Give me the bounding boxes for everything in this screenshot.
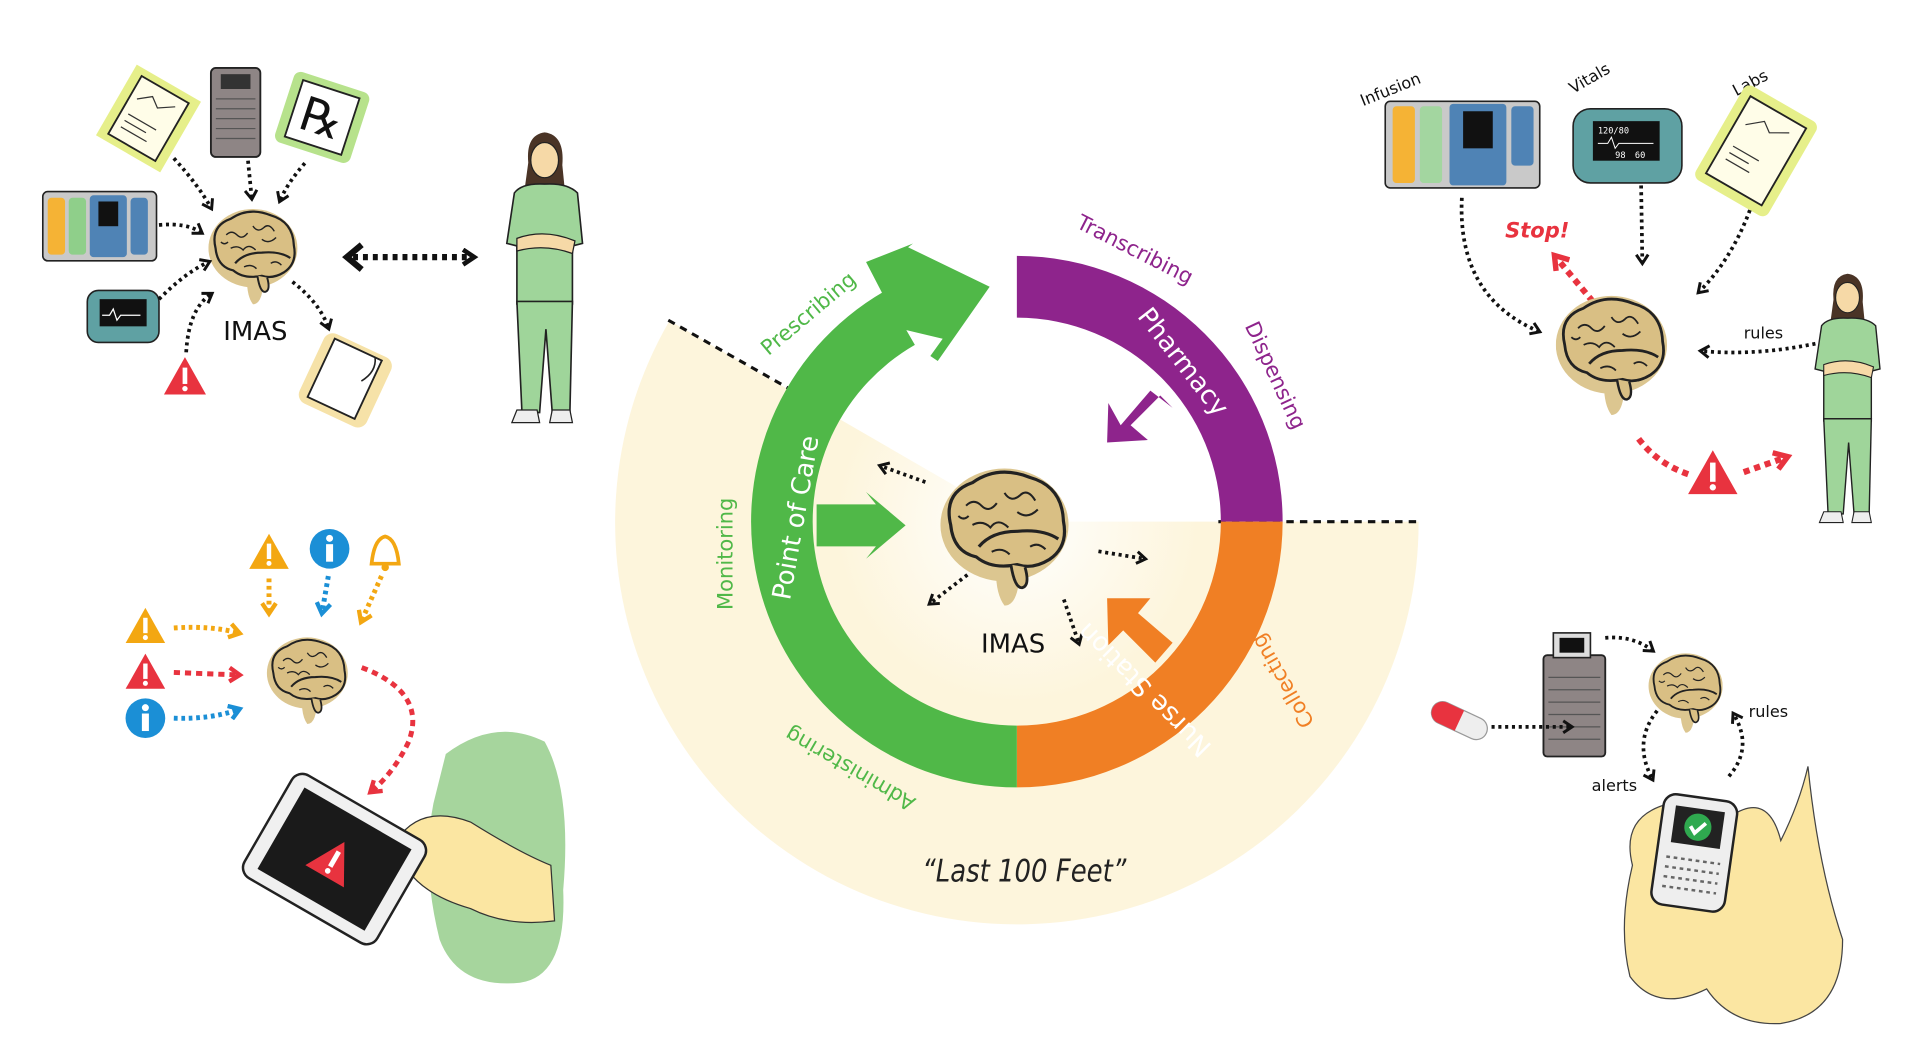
vitals-hr: 98 (1615, 151, 1625, 161)
arrow-rx-to-brain (276, 161, 307, 205)
center-imas-label: IMAS (981, 630, 1045, 660)
arrow-printer-to-brain (243, 160, 259, 202)
arrow-infusion-to-brain (1459, 197, 1543, 336)
hand-icon (395, 815, 556, 924)
pharmacy-arrow (1107, 390, 1173, 443)
arrow-stop (1556, 257, 1596, 304)
brain-icon (266, 636, 349, 726)
arrow-monitor-to-brain (157, 258, 213, 301)
arrow-brain-to-tablet (360, 665, 416, 792)
step-monitoring: Monitoring (713, 498, 738, 610)
vitals-bp: 120/80 (1598, 127, 1629, 137)
segment-point-of-care (751, 243, 1017, 788)
arrow-warning-red (173, 672, 238, 674)
infusion-pump-icon (1384, 100, 1541, 189)
infusion-pump-icon (41, 190, 158, 262)
point-of-care-arrow (816, 491, 906, 559)
bidirectional-arrow-left-head (342, 242, 364, 272)
clipboard-icon (95, 64, 201, 173)
arrow-clipboard-to-brain (172, 156, 214, 212)
brain-output-arrow-2 (927, 573, 969, 606)
info-icon-top (309, 528, 350, 569)
check-icon (1684, 813, 1712, 841)
panel-top-left: ℞ IMAS (41, 64, 584, 428)
tablet-icon (241, 772, 428, 946)
vitals-spo2: 60 (1635, 151, 1645, 161)
last-100-feet-label: “Last 100 Feet” (922, 853, 1127, 889)
prescription-icon: ℞ (275, 71, 370, 163)
arrow-info (173, 710, 238, 721)
document-icon (298, 333, 392, 428)
rules-label: rules (1749, 702, 1788, 721)
nurse-station-arrow (1107, 598, 1173, 663)
panel-bottom-right: rules alerts (1430, 632, 1844, 1025)
rules-label: rules (1744, 324, 1783, 343)
arrow-warning-yellow (173, 627, 238, 633)
brain-output-arrow-3 (1062, 598, 1084, 647)
arrow-device-to-brain (1605, 635, 1656, 653)
arrow-pump-to-brain (158, 222, 205, 235)
arrow-brain-to-document (291, 280, 333, 332)
imas-label: IMAS (223, 317, 287, 347)
segment-pharmacy (1016, 255, 1283, 522)
brain-output-arrow-4 (1098, 549, 1149, 565)
warning-icon-red (125, 653, 166, 689)
bell-icon (369, 534, 401, 572)
arrow-vitals-to-brain (1635, 185, 1650, 267)
arrow-warning-to-brain (184, 291, 215, 353)
alert-warning-icon (1688, 450, 1738, 495)
segment-nurse-station (1016, 521, 1283, 788)
arrow-rules-to-brain (1697, 341, 1816, 359)
stop-label: Stop! (1505, 217, 1569, 242)
prescribing-arrow (866, 243, 990, 361)
arrow-info-top (322, 575, 328, 612)
warning-icon-top (249, 533, 289, 569)
labs-clipboard-icon (1695, 85, 1817, 217)
arrow-brain-to-alert (1636, 436, 1691, 478)
brain-output-arrow-1 (876, 461, 927, 484)
panel-bottom-left (125, 528, 566, 984)
nurse-figure (1814, 273, 1881, 524)
pill-icon (1430, 701, 1488, 741)
warning-icon-yellow (125, 607, 166, 644)
handheld-icon (1650, 793, 1739, 913)
arrow-bell (362, 575, 384, 621)
brain-icon (1555, 294, 1668, 417)
warning-icon (163, 357, 206, 395)
panel-top-right: Infusion Vitals Labs 120/80 98 60 Stop! (1357, 59, 1881, 524)
arrow-alerts (1641, 709, 1659, 783)
label-vitals: Vitals (1566, 59, 1614, 97)
brain-icon (208, 207, 298, 306)
arrow-alert-to-nurse (1742, 457, 1786, 476)
arrow-labs-to-brain (1696, 209, 1752, 295)
printer-icon (209, 67, 262, 158)
vitals-monitor-icon (86, 289, 160, 344)
nurse-figure (505, 131, 584, 424)
alerts-label: alerts (1592, 776, 1637, 795)
info-icon (125, 698, 166, 739)
arrow-rules (1727, 710, 1745, 778)
brain-icon (1648, 652, 1723, 734)
vitals-monitor-icon: 120/80 98 60 (1572, 107, 1683, 184)
device-icon (1542, 632, 1607, 758)
